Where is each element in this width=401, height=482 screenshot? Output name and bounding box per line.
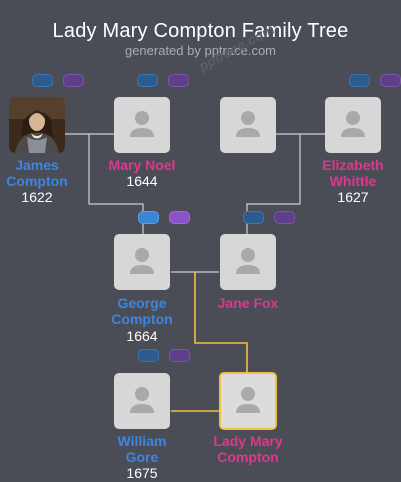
highlight-line-to-lady-mary bbox=[194, 272, 248, 373]
person-silhouette-icon bbox=[130, 111, 154, 137]
person-silhouette-icon bbox=[341, 111, 365, 137]
portrait-photo bbox=[9, 97, 65, 153]
mother-toggle-jane-fox[interactable] bbox=[274, 211, 295, 224]
person-card-lady-mary-compton[interactable] bbox=[219, 372, 277, 430]
mother-toggle-mary-noel[interactable] bbox=[168, 74, 189, 87]
mother-toggle-william[interactable] bbox=[169, 349, 190, 362]
name-line-second: Compton bbox=[111, 311, 173, 327]
person-silhouette-icon bbox=[236, 387, 260, 413]
person-name-james-compton: James Compton bbox=[0, 157, 97, 189]
name-line-second: Gore bbox=[125, 449, 159, 465]
name-line-second: Compton bbox=[217, 449, 279, 465]
birth-year-elizabeth-whittle: 1627 bbox=[337, 189, 369, 205]
person-silhouette-icon bbox=[236, 111, 260, 137]
person-silhouette-icon bbox=[130, 248, 154, 274]
birth-year-james-compton: 1622 bbox=[21, 189, 53, 205]
mother-toggle-george[interactable] bbox=[169, 211, 190, 224]
person-name-george-compton: George Compton bbox=[82, 295, 202, 327]
name-line-first: William bbox=[117, 433, 167, 449]
mother-toggle-elizabeth[interactable] bbox=[380, 74, 401, 87]
father-toggle-mary-noel[interactable] bbox=[137, 74, 158, 87]
name-line-second: Whittle bbox=[329, 173, 377, 189]
page-title: Lady Mary Compton Family Tree bbox=[52, 20, 349, 42]
name-line-first: Lady Mary bbox=[213, 433, 283, 449]
father-toggle-james[interactable] bbox=[32, 74, 53, 87]
father-toggle-elizabeth[interactable] bbox=[349, 74, 370, 87]
person-name-mary-noel: Mary Noel bbox=[108, 157, 176, 173]
name-line-first: George bbox=[117, 295, 167, 311]
page-subtitle: generated by pptrace.com bbox=[124, 43, 277, 58]
person-silhouette-icon bbox=[236, 248, 260, 274]
person-card-unnamed-father[interactable] bbox=[220, 97, 276, 153]
father-toggle-george[interactable] bbox=[138, 211, 159, 224]
person-card-george-compton[interactable] bbox=[114, 234, 170, 290]
person-name-william-gore: William Gore bbox=[82, 433, 202, 465]
birth-year-mary-noel: 1644 bbox=[126, 173, 158, 189]
name-line-first: Elizabeth bbox=[322, 157, 384, 173]
name-line-second: Compton bbox=[6, 173, 68, 189]
person-name-elizabeth-whittle: Elizabeth Whittle bbox=[293, 157, 401, 189]
birth-year-william-gore: 1675 bbox=[126, 465, 158, 481]
person-card-jane-fox[interactable] bbox=[220, 234, 276, 290]
father-toggle-william[interactable] bbox=[138, 349, 159, 362]
father-toggle-jane-fox[interactable] bbox=[243, 211, 264, 224]
person-card-james-compton[interactable] bbox=[9, 97, 65, 153]
mother-toggle-james[interactable] bbox=[63, 74, 84, 87]
person-name-jane-fox: Jane Fox bbox=[217, 295, 279, 311]
birth-year-george-compton: 1664 bbox=[126, 328, 158, 344]
person-card-mary-noel[interactable] bbox=[114, 97, 170, 153]
person-card-elizabeth-whittle[interactable] bbox=[325, 97, 381, 153]
person-silhouette-icon bbox=[130, 387, 154, 413]
person-card-william-gore[interactable] bbox=[114, 373, 170, 429]
name-line-first: James bbox=[15, 157, 59, 173]
person-name-lady-mary-compton: Lady Mary Compton bbox=[188, 433, 308, 465]
